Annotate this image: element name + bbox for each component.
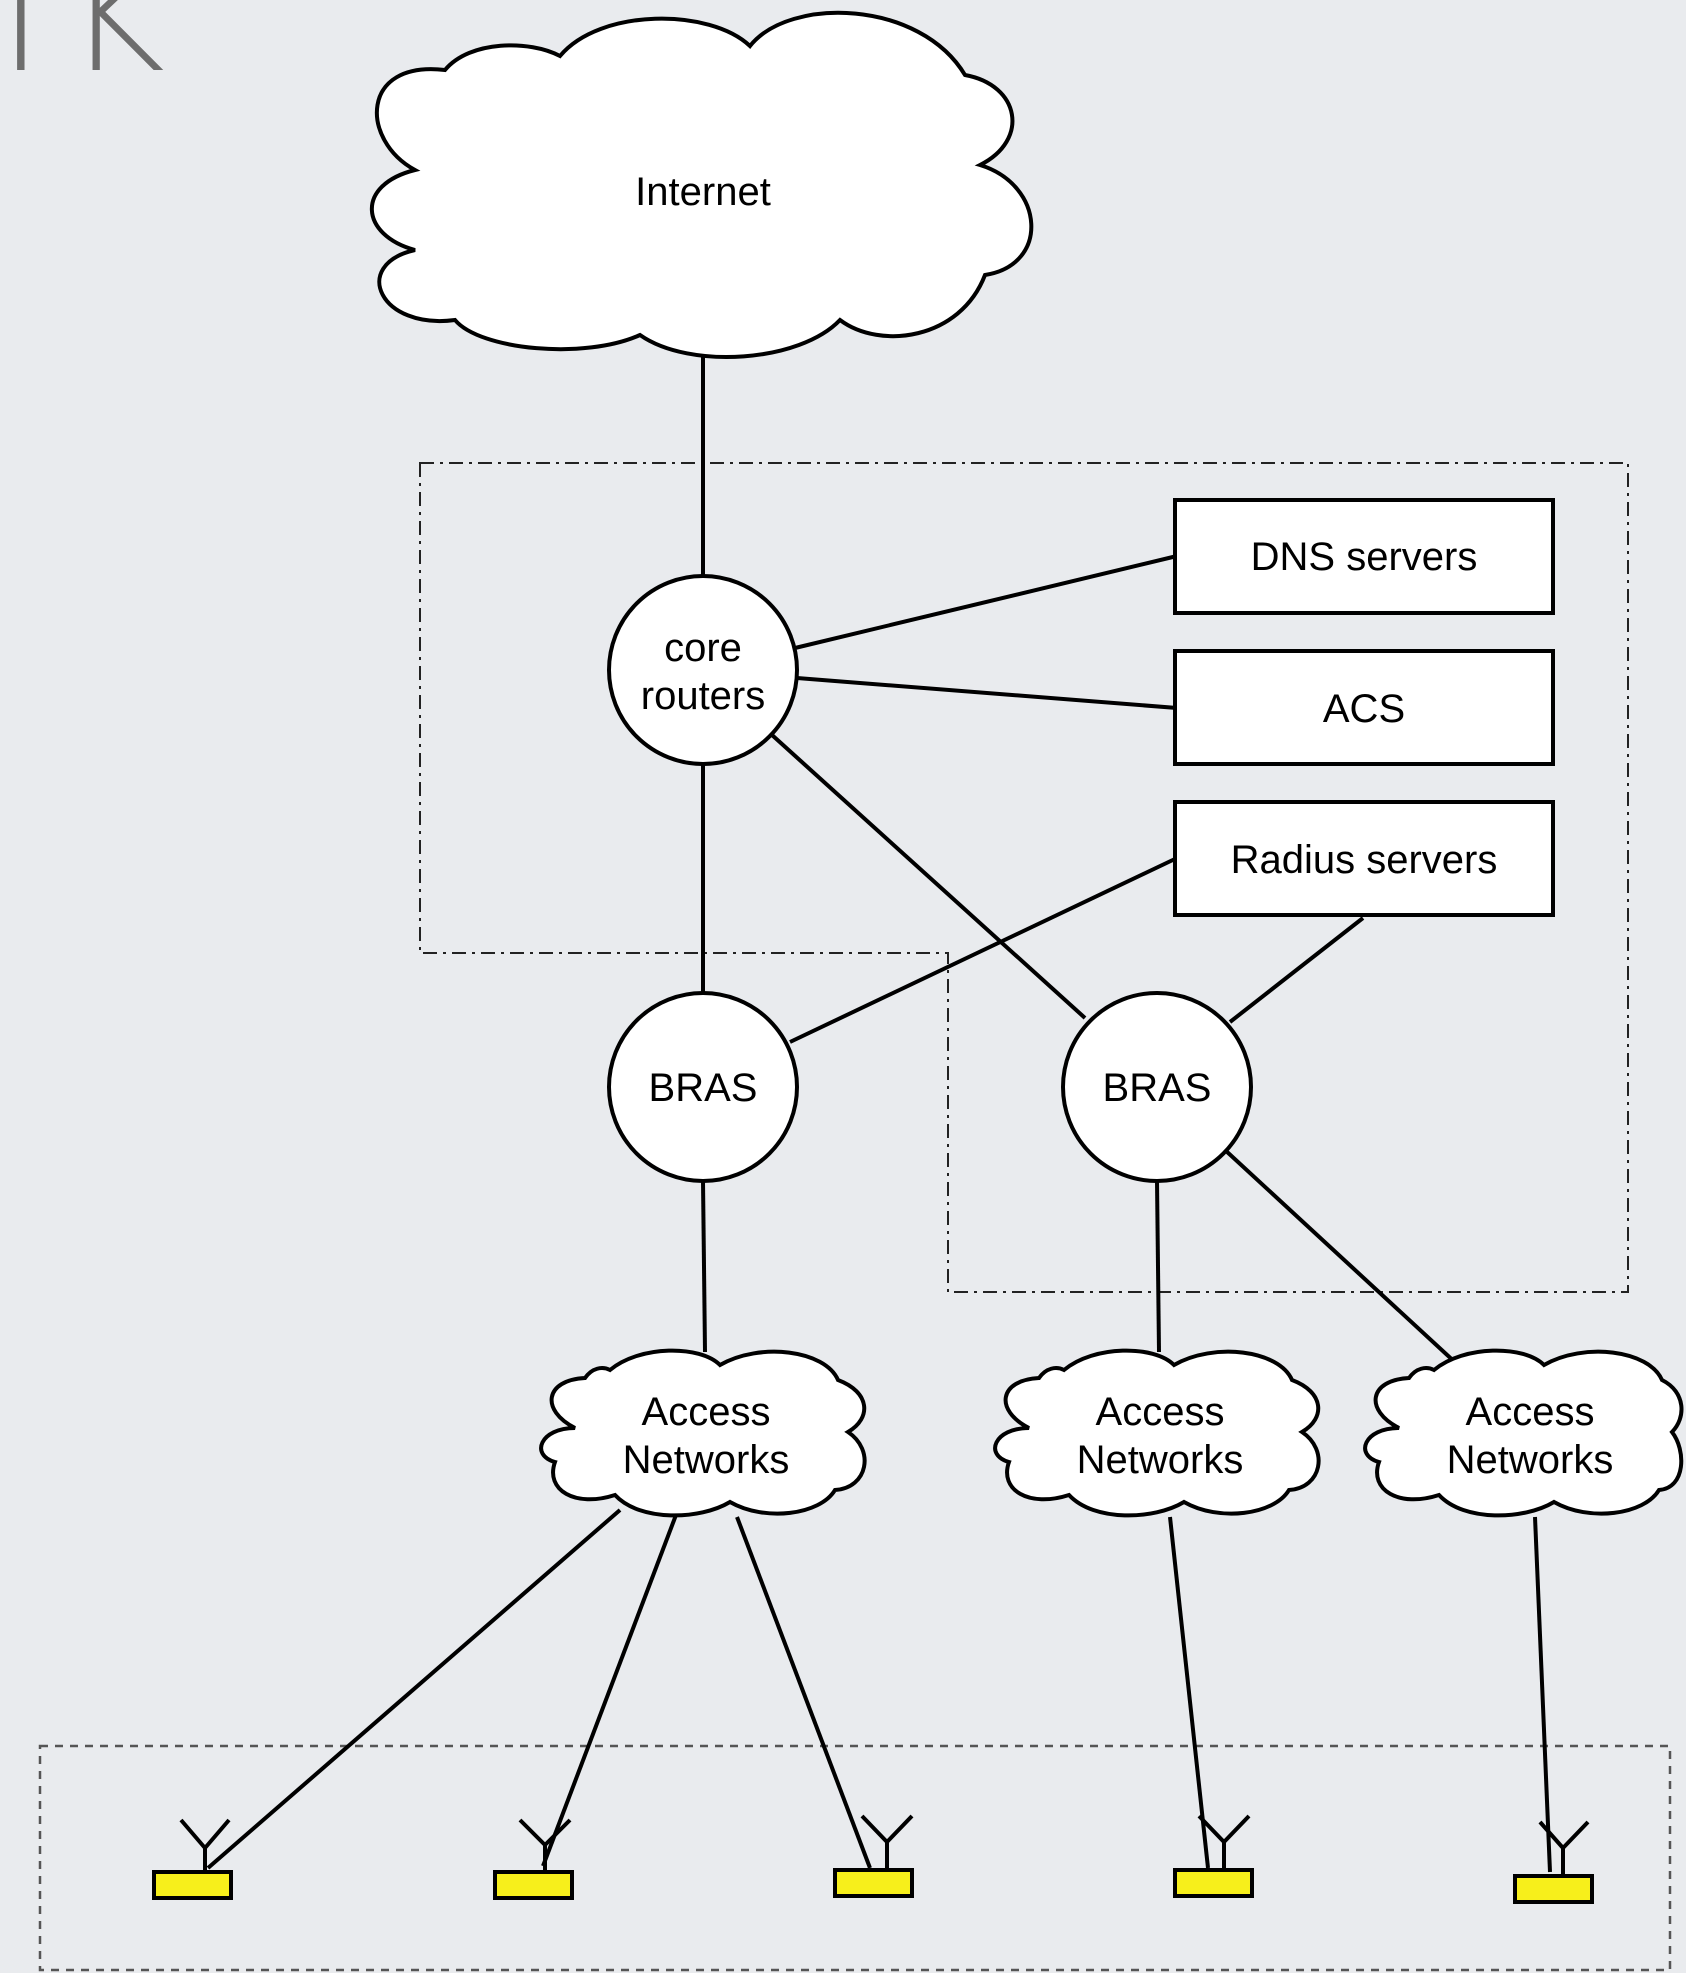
device-1 — [152, 1818, 233, 1900]
access-network-1-label-line2: Networks — [623, 1438, 790, 1482]
access-network-2-label-line1: Access — [1096, 1390, 1225, 1434]
core-routers-label-line2: routers — [641, 674, 766, 718]
bras-left-label: BRAS — [649, 1066, 758, 1110]
device-3-box — [833, 1868, 914, 1898]
dns-servers-label: DNS servers — [1251, 535, 1478, 579]
core-routers-circle — [607, 574, 799, 766]
link-radius-bras-right — [1228, 916, 1365, 1024]
links — [206, 355, 1552, 1873]
device-1-box — [152, 1870, 233, 1900]
link-core-acs — [796, 676, 1178, 710]
access-network-3-label-line1: Access — [1466, 1390, 1595, 1434]
access-network-3-cloud — [1363, 1348, 1684, 1518]
radius-servers-box — [1173, 800, 1555, 917]
device-4 — [1173, 1814, 1254, 1898]
core-routers-node: core routers — [607, 574, 799, 766]
device-5-box — [1513, 1874, 1594, 1904]
provider-core-boundary — [419, 462, 1629, 1293]
internet-cloud: Internet — [369, 10, 1034, 359]
radius-servers-label: Radius servers — [1231, 838, 1498, 882]
access-network-1-label-line1: Access — [642, 1390, 771, 1434]
bras-right-node: BRAS — [1061, 991, 1253, 1183]
access-network-3: Access Networks — [1363, 1348, 1684, 1518]
bras-left-node: BRAS — [607, 991, 799, 1183]
bras-right-circle — [1061, 991, 1253, 1183]
access-network-1-cloud — [539, 1348, 867, 1518]
link-bras-right-access-2 — [1155, 1180, 1161, 1353]
device-3 — [833, 1814, 914, 1898]
internet-cloud-shape — [369, 10, 1034, 359]
device-5 — [1513, 1820, 1594, 1904]
acs-box — [1173, 649, 1555, 766]
device-2-box — [493, 1870, 574, 1900]
dns-servers-box — [1173, 498, 1555, 615]
link-access-2-device-4 — [1168, 1516, 1210, 1869]
core-routers-label-line1: core — [664, 626, 742, 670]
acs-node: ACS — [1173, 649, 1555, 766]
link-access-3-device-5 — [1533, 1516, 1552, 1873]
link-bras-right-access-3 — [1223, 1148, 1460, 1367]
link-core-bras-right — [770, 733, 1087, 1020]
access-network-2-label-line2: Networks — [1077, 1438, 1244, 1482]
link-access-1-device-2 — [541, 1514, 678, 1867]
access-network-2: Access Networks — [993, 1348, 1321, 1518]
internet-label: Internet — [635, 170, 771, 214]
link-core-dns — [794, 554, 1178, 650]
acs-label: ACS — [1323, 687, 1405, 731]
device-2 — [493, 1818, 574, 1900]
slide-title-fragment: TK — [0, 0, 165, 106]
bras-right-label: BRAS — [1103, 1066, 1212, 1110]
radius-servers-node: Radius servers — [1173, 800, 1555, 917]
link-bras-left-access-1 — [701, 1180, 707, 1353]
device-4-box — [1173, 1868, 1254, 1898]
access-network-3-label-line2: Networks — [1447, 1438, 1614, 1482]
link-radius-bras-left — [789, 856, 1178, 1044]
link-access-1-device-1 — [206, 1508, 622, 1870]
dns-servers-node: DNS servers — [1173, 498, 1555, 615]
bras-left-circle — [607, 991, 799, 1183]
link-access-1-device-3 — [735, 1516, 872, 1869]
customer-premises-boundary — [38, 1744, 1672, 1972]
access-network-1: Access Networks — [539, 1348, 867, 1518]
access-network-2-cloud — [993, 1348, 1321, 1518]
